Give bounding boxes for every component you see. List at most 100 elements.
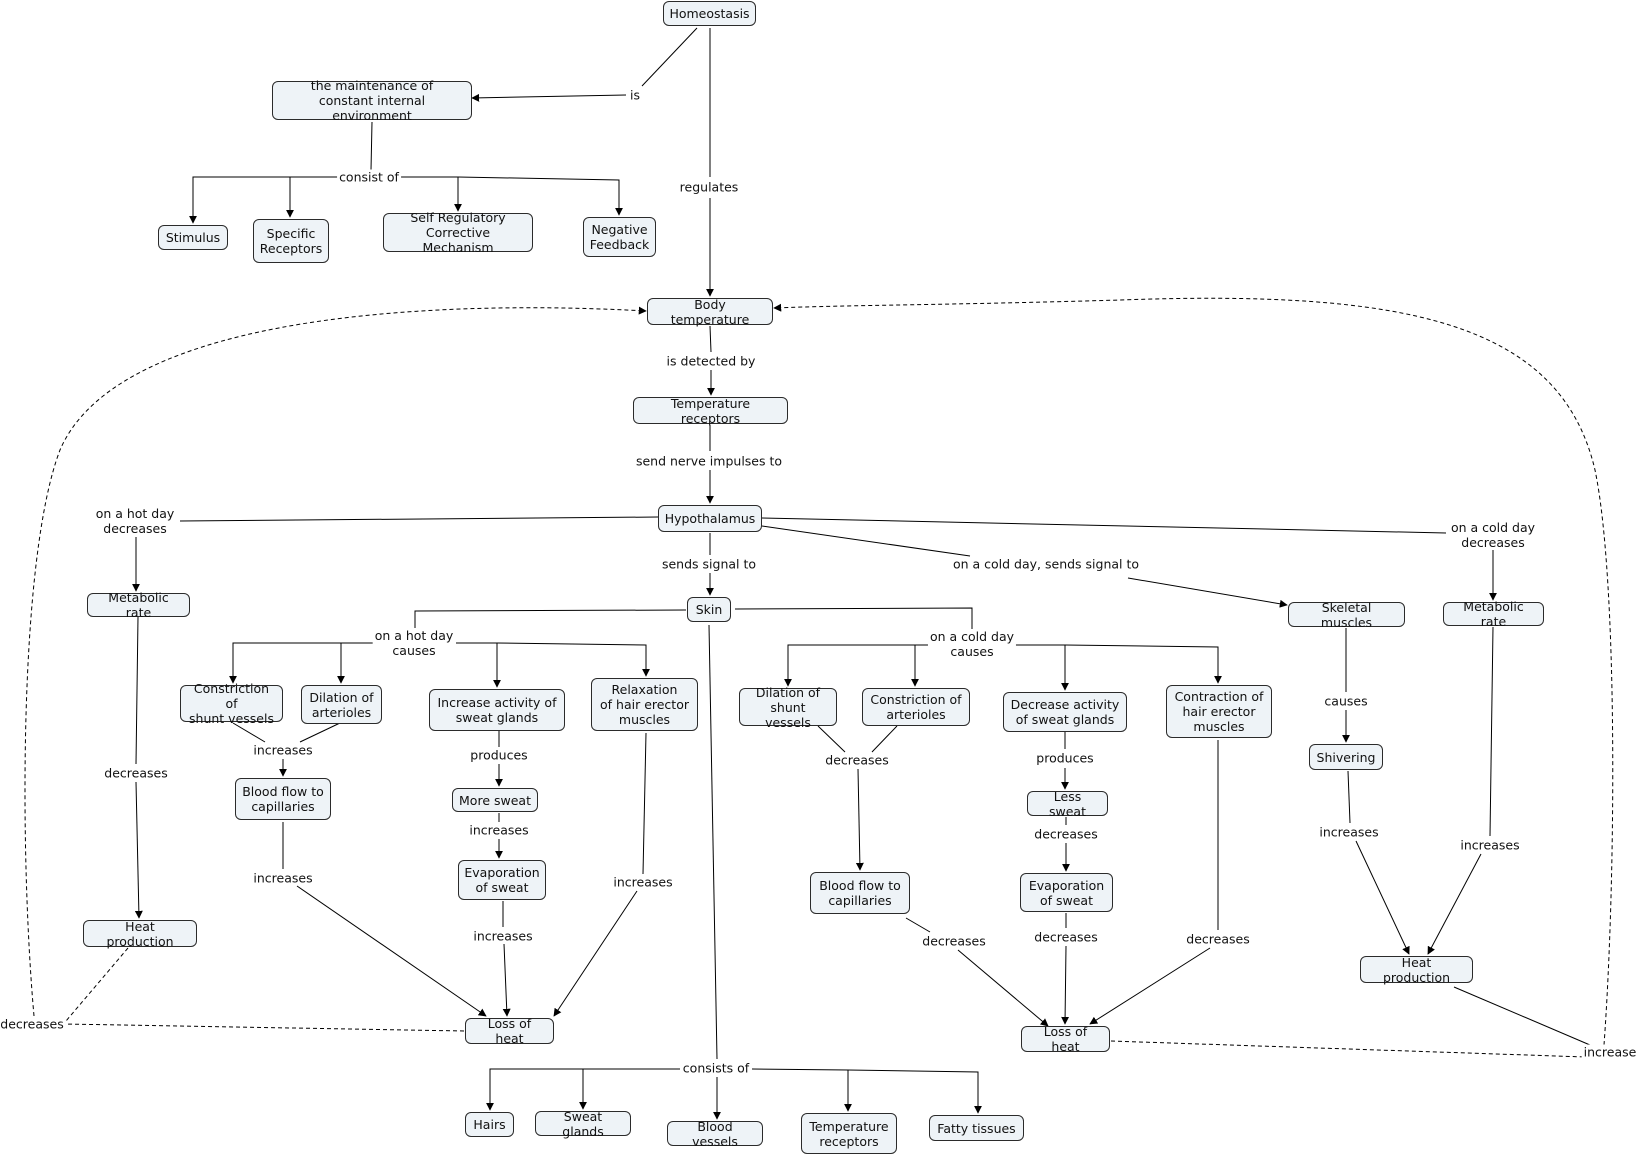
node-dilation-arterioles[interactable]: Dilation of arterioles <box>301 685 382 724</box>
link-bodytemp-detected <box>709 325 712 353</box>
link-consist-stimulus <box>189 176 338 224</box>
node-self-regulatory[interactable]: Self Regulatory Corrective Mechanism <box>383 210 533 255</box>
label-is: is <box>628 87 642 103</box>
node-evaporation-cold[interactable]: Evaporation of sweat <box>1020 873 1113 912</box>
node-negative-feedback[interactable]: Negative Feedback <box>583 217 656 257</box>
node-hypothalamus[interactable]: Hypothalamus <box>658 505 762 532</box>
link-consist-feedback <box>457 176 623 216</box>
label-decreases-vessels-cold: decreases <box>823 752 891 768</box>
link-consist-selfreg <box>400 176 462 212</box>
label-hot-day-causes: on a hot day causes <box>372 628 456 658</box>
node-loss-heat-hot[interactable]: Loss of heat <box>465 1016 554 1046</box>
node-blood-vessels[interactable]: Blood vessels <box>667 1119 763 1149</box>
link-maintenance-consist <box>370 121 373 171</box>
link-hotcauses-sweat <box>456 642 501 688</box>
node-fatty-tissues[interactable]: Fatty tissues <box>929 1115 1024 1141</box>
label-increase-feedback: increase <box>1581 1044 1638 1060</box>
label-increases-sweat: increases <box>467 822 531 838</box>
node-homeostasis[interactable]: Homeostasis <box>663 1 756 26</box>
node-skeletal-muscles[interactable]: Skeletal muscles <box>1288 600 1405 630</box>
link-constrictionart-decreases <box>871 725 898 753</box>
link-decreases-heatprod <box>134 781 143 919</box>
node-sweat-glands[interactable]: Sweat glands <box>535 1109 631 1139</box>
node-more-sweat[interactable]: More sweat <box>452 788 538 812</box>
label-causes-shiver: causes <box>1322 693 1370 709</box>
link-consists-fatty <box>847 1069 982 1114</box>
link-coldcauses-dilation <box>784 644 930 687</box>
label-increases-shiver: increases <box>1317 824 1381 840</box>
link-metabolicright-increases <box>1489 626 1494 837</box>
node-blood-flow-cold[interactable]: Blood flow to capillaries <box>810 872 910 914</box>
label-is-detected-by: is detected by <box>664 353 758 369</box>
feedback-increase-bodytemp <box>773 297 1614 1046</box>
node-hairs[interactable]: Hairs <box>465 1112 514 1137</box>
link-decreases-losscold3 <box>1089 947 1211 1025</box>
label-decreases-less-sweat: decreases <box>1032 826 1100 842</box>
node-evaporation-hot[interactable]: Evaporation of sweat <box>458 860 546 900</box>
node-temp-receptors-skin[interactable]: Temperature receptors <box>801 1113 897 1154</box>
feedback-losshot-decreases <box>63 1023 465 1032</box>
link-dilation-increases <box>299 722 341 743</box>
label-send-nerve-impulses: send nerve impulses to <box>633 453 785 469</box>
node-stimulus[interactable]: Stimulus <box>158 225 228 250</box>
feedback-losscold-increase <box>1110 1040 1587 1058</box>
node-decrease-sweat-glands[interactable]: Decrease activity of sweat glands <box>1003 692 1127 732</box>
node-heat-production-left[interactable]: Heat production <box>83 919 197 949</box>
label-increases-vessels: increases <box>251 742 315 758</box>
link-decreases-bloodcold <box>855 768 864 871</box>
link-shivering-increases <box>1347 770 1351 824</box>
link-is-maintenance <box>471 93 627 102</box>
link-coldsends-skeletal <box>1127 577 1288 608</box>
node-skin[interactable]: Skin <box>687 597 731 622</box>
label-sends-signal-to: sends signal to <box>659 556 759 572</box>
link-skin-coldcauses <box>734 607 973 630</box>
node-increase-sweat-glands[interactable]: Increase activity of sweat glands <box>429 689 565 731</box>
node-blood-flow-hot[interactable]: Blood flow to capillaries <box>235 778 331 820</box>
node-constriction-arterioles[interactable]: Constriction of arterioles <box>862 688 970 726</box>
link-increases-heatright <box>1355 840 1410 955</box>
node-constriction-shunt[interactable]: Constriction of shunt vessels <box>180 681 283 726</box>
node-metabolic-rate-right[interactable]: Metabolic rate <box>1443 599 1544 629</box>
link-coldcauses-contraction <box>1064 644 1222 684</box>
node-specific-receptors[interactable]: Specific Receptors <box>253 219 329 263</box>
link-increases-lossheat <box>296 885 487 1017</box>
label-decreases-evap-cold: decreases <box>1032 929 1100 945</box>
label-hot-day-decreases: on a hot day decreases <box>93 506 177 536</box>
link-decreases-losscold2 <box>1061 945 1070 1025</box>
link-skin-hotcauses <box>414 609 687 630</box>
link-hypo-colddecreases <box>761 517 1447 534</box>
link-homeostasis-is <box>641 27 698 87</box>
label-decreases-contraction: decreases <box>1184 931 1252 947</box>
node-dilation-shunt[interactable]: Dilation of shunt vessels <box>739 685 837 730</box>
node-temperature-receptors[interactable]: Temperature receptors <box>633 396 788 426</box>
node-contraction-hair[interactable]: Contraction of hair erector muscles <box>1166 685 1272 738</box>
label-decreases-feedback: decreases <box>0 1016 66 1032</box>
label-produces-cold: produces <box>1034 750 1096 766</box>
label-cold-day-causes: on a cold day causes <box>927 629 1017 659</box>
node-heat-production-right[interactable]: Heat production <box>1360 955 1473 985</box>
node-less-sweat[interactable]: Less sweat <box>1027 789 1108 819</box>
node-loss-heat-cold[interactable]: Loss of heat <box>1021 1024 1110 1054</box>
link-hotcauses-constriction <box>229 642 375 684</box>
feedback-decreases-bodytemp <box>24 306 647 1017</box>
label-decreases-metabolic: decreases <box>102 765 170 781</box>
link-consists-hairs <box>486 1068 680 1111</box>
node-body-temperature[interactable]: Body temperature <box>647 297 773 327</box>
label-increases-evap-hot: increases <box>471 928 535 944</box>
label-increases-metabolic-right: increases <box>1458 837 1522 853</box>
label-cold-day-sends-signal: on a cold day, sends signal to <box>950 556 1142 572</box>
link-decreases-losscold <box>957 949 1049 1027</box>
link-hotcauses-relax <box>496 642 650 677</box>
link-coldcauses-decrease <box>1012 644 1069 691</box>
link-increases-heatright2 <box>1427 853 1482 955</box>
link-dilationshunt-decreases <box>817 725 846 753</box>
node-relaxation-hair[interactable]: Relaxation of hair erector muscles <box>591 678 698 731</box>
label-cold-day-decreases: on a cold day decreases <box>1448 520 1538 550</box>
link-hypo-hotdecreases <box>179 516 659 522</box>
link-relax-increases <box>642 732 647 875</box>
node-maintenance[interactable]: the maintenance of constant internal env… <box>272 78 472 123</box>
node-shivering[interactable]: Shivering <box>1309 744 1383 770</box>
node-metabolic-rate-left[interactable]: Metabolic rate <box>87 590 190 620</box>
